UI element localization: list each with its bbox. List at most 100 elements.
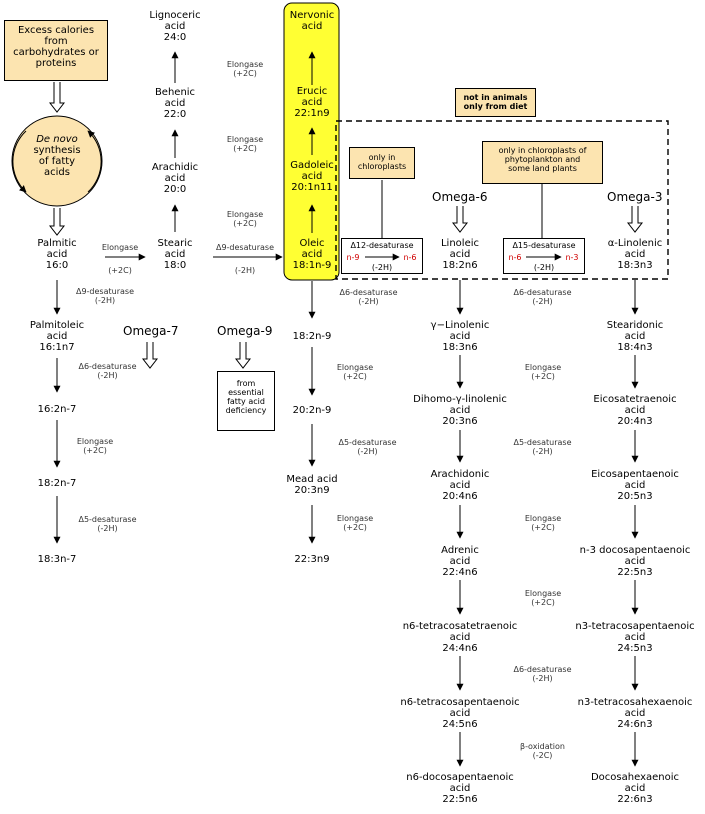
formula: 18:2n-7 [37,478,77,489]
d9-desaturase-effect: (-2H) [205,266,285,275]
denovo-line-2: synthesis [33,145,81,156]
enzyme-effect: (-2H) [94,296,116,305]
formula: 24:0 [163,32,187,43]
d15-sub: (-2H) [533,263,555,272]
d6-desaturase-label: Δ6-desaturase(-2H) [65,362,150,380]
phyto-line-3: some land plants [508,164,577,173]
name: n6-tetracosapentaenoic [400,697,520,708]
phyto-note-box [482,141,603,184]
elongase-label: Elongase(+2C) [65,437,125,455]
d12-desaturase-box [341,238,423,274]
c20-2n9: 20:2n-9 [282,405,342,416]
d15-desaturase-box [503,238,585,274]
name: Nervonic [289,10,335,21]
double-arrows [48,82,644,369]
enzyme-effect: (-2H) [357,447,378,456]
formula: 18:2n6 [442,260,478,271]
omega7-heading: Omega-7 [123,324,179,338]
denovo-circle [11,115,103,207]
deficiency-line-4: deficiency [225,406,267,415]
enzyme-effect: (+2C) [531,372,555,381]
enzyme-name: Δ6-desaturase [513,665,572,674]
word: acid [624,632,646,643]
name: Eicosapentaenoic [591,469,679,480]
d15-to: n-3 [565,253,579,262]
formula: 22:6n3 [617,794,653,805]
excess-line-1: Excess calories [17,25,95,36]
formula: 24:6n3 [617,719,653,730]
formula: 18:3n6 [442,342,478,353]
enzyme-name: β-oxidation [520,742,565,751]
denovo-line-4: acids [44,167,70,178]
enzyme-name: Δ6-desaturase [339,288,398,297]
enzyme-effect: (+2C) [531,523,555,532]
deficiency-line-2: essential [228,388,264,397]
elongase-label: Elongase(+2C) [513,589,573,607]
name: Oleic [299,238,325,249]
word: acid [449,708,471,719]
enzyme-name: Elongase [524,589,562,598]
formula: 20:3n9 [294,485,330,496]
enzyme-name: Δ9-desaturase [75,287,134,296]
formula: 24:5n3 [617,643,653,654]
name: n6-docosapentaenoic [406,772,514,783]
name: Erucic [296,86,328,97]
c22-3n9: 22:3n9 [282,554,342,565]
beta-oxidation-label: β-oxidation(-2C) [500,742,585,760]
diet-only-region [335,120,669,280]
enzyme-effect: (+2C) [83,446,107,455]
chloroplasts-note: only in chloroplasts [349,153,415,171]
diet-note-line-1: not in animals [463,93,528,102]
formula: 18:1n-9 [292,260,332,271]
name: Gadoleic [290,160,334,171]
enzyme-effect: (-2H) [532,447,553,456]
formula: 18:4n3 [617,342,653,353]
enzyme-name: Elongase [524,514,562,523]
phyto-note: only in chloroplasts of phytoplankton an… [482,146,603,173]
c18-2n7: 18:2n-7 [17,478,97,489]
elongase-label: Elongase(+2C) [513,514,573,532]
enzyme-name: Elongase [336,363,374,372]
formula: acid [301,21,323,32]
enzyme-name: Elongase [101,243,139,252]
reaction-arrows [53,51,639,767]
formula: 22:5n3 [617,567,653,578]
name: Linoleic [440,238,479,249]
d12-to: n-6 [403,253,417,262]
diet-note-line-2: only from diet [463,102,528,111]
name: Stearidonic [606,320,664,331]
name: Lignoceric [149,10,201,21]
excess-line-3: carbohydrates or [13,47,99,58]
formula: 22:5n6 [442,794,478,805]
name: γ−Linolenic [430,320,490,331]
enzyme-name: Δ5-desaturase [513,438,572,447]
word: acid [301,97,323,108]
elongase-label: Elongase(+2C) [513,363,573,381]
formula: 18:0 [163,260,187,271]
word: acid [624,708,646,719]
enzyme-effect: (+2C) [531,598,555,607]
word: acid [164,173,186,184]
d12-sub: (-2H) [371,263,393,272]
elongase-label: Elongase [90,243,150,252]
enzyme-effect: (-2H) [532,297,553,306]
d5-desaturase-label: Δ5-desaturase(-2H) [325,438,410,456]
name: Dihomo-γ-linolenic [413,394,507,405]
elongase-effect: (+2C) [90,266,150,275]
diet-note-box [455,88,536,117]
word: acid [46,331,68,342]
word: acid [449,249,471,260]
c18-3n7: 18:3n-7 [17,554,97,565]
formula: 22:4n6 [442,567,478,578]
